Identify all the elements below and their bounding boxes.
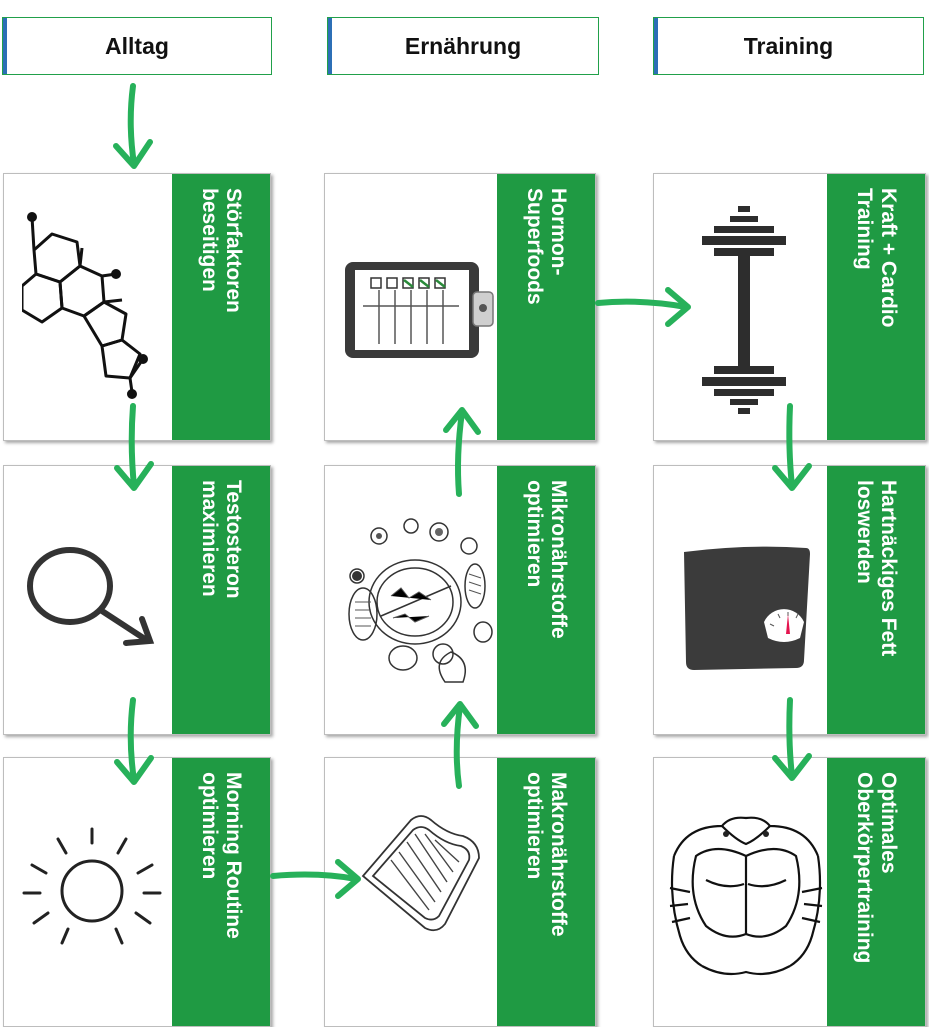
column-header-training: Training: [653, 17, 924, 75]
card-hormon-superfoods: Hormon-Superfoods: [324, 173, 596, 441]
card-title: Makronährstoffe: [547, 772, 570, 937]
column-header-ernaehrung: Ernährung: [327, 17, 599, 75]
card-title: Optimales: [877, 772, 900, 874]
card-title: Kraft + Cardio: [877, 188, 900, 328]
card-title: Störfaktoren: [222, 188, 245, 313]
food-plates-icon: [348, 518, 493, 683]
food-tray-icon: [361, 815, 480, 932]
card-subtitle: Superfoods: [523, 188, 546, 305]
card-subtitle: Oberkörpertraining: [853, 772, 876, 964]
card-title: Morning Routine: [222, 772, 245, 939]
clipboard-checklist-icon: [345, 262, 494, 358]
card-subtitle: loswerden: [853, 480, 876, 584]
column-title: Alltag: [105, 32, 169, 59]
card-subtitle: optimieren: [198, 772, 221, 880]
card-subtitle: beseitigen: [198, 188, 221, 292]
column-title: Ernährung: [404, 32, 522, 59]
arrow-alltag-to-stoerfaktoren: [127, 83, 137, 167]
male-symbol-icon: [27, 547, 155, 646]
card-title: Hormon-: [547, 188, 570, 276]
upper-body-muscles-icon: [669, 816, 823, 976]
card-label-band: Hormon-Superfoods: [497, 174, 595, 440]
card-title: Testosteron: [222, 480, 245, 599]
barbell-icon: [702, 206, 786, 414]
arrowhead-alltag: [113, 139, 153, 169]
card-subtitle: Training: [853, 188, 876, 270]
column-header-alltag: Alltag: [2, 17, 272, 75]
card-subtitle: optimieren: [523, 480, 546, 588]
column-title: Training: [743, 32, 834, 59]
card-title: Hartnäckiges Fett: [877, 480, 900, 657]
scale-icon: [684, 546, 810, 670]
card-subtitle: optimieren: [523, 772, 546, 880]
card-subtitle: maximieren: [198, 480, 221, 597]
steroid-molecule-icon: [22, 212, 148, 399]
sun-icon: [22, 827, 162, 945]
card-title: Mikronährstoffe: [547, 480, 570, 639]
